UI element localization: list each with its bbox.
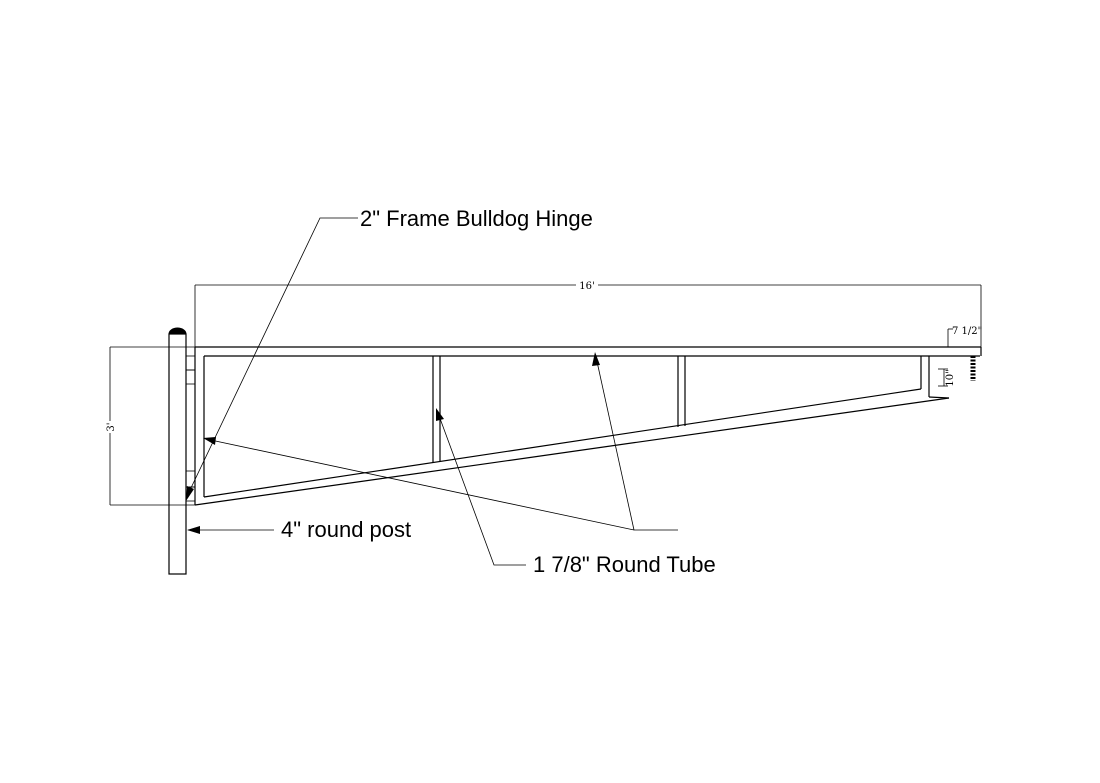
callout-hinge-label: 2" Frame Bulldog Hinge bbox=[360, 206, 593, 231]
callout-hinge: 2" Frame Bulldog Hinge bbox=[186, 206, 593, 501]
gate-frame bbox=[194, 346, 982, 506]
callout-tube-label: 1 7/8" Round Tube bbox=[533, 552, 716, 577]
callout-post-label: 4" round post bbox=[281, 517, 411, 542]
dimension-overall-length: 16' bbox=[194, 280, 982, 347]
dimension-height-label: 3' bbox=[106, 422, 117, 431]
callout-tube: 1 7/8" Round Tube bbox=[203, 352, 716, 577]
round-post bbox=[168, 327, 187, 575]
dimension-gate-height: 3' bbox=[104, 346, 195, 506]
dimension-end-offset-label: 7 1/2" bbox=[952, 326, 982, 337]
dimension-end-height: 10" bbox=[938, 368, 956, 387]
dimension-length-label: 16' bbox=[579, 281, 594, 292]
dimension-end-offset: 7 1/2" bbox=[947, 326, 982, 347]
hinge-upper bbox=[185, 355, 196, 385]
dimension-end-height-label: 10" bbox=[945, 369, 956, 386]
callout-post: 4" round post bbox=[187, 517, 411, 542]
